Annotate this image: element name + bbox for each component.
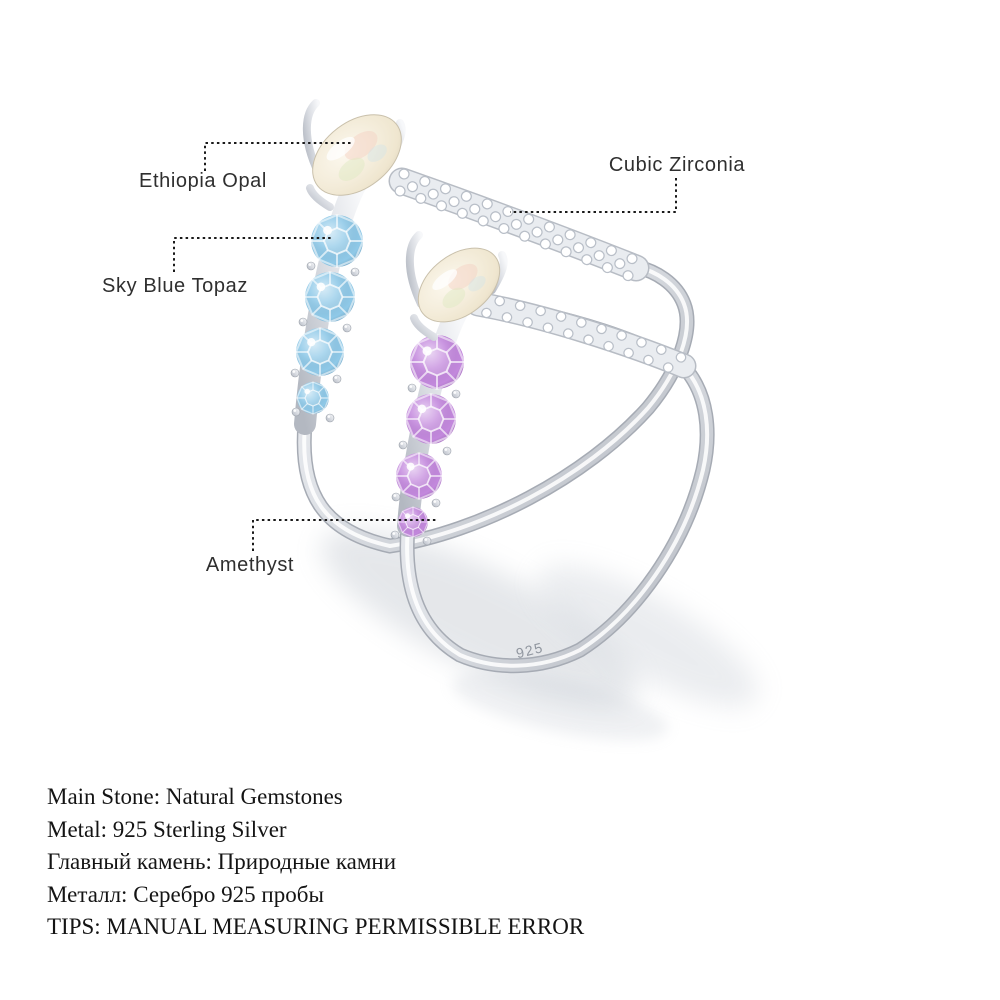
spec-line-tips: TIPS: MANUAL MEASURING PERMISSIBLE ERROR xyxy=(47,914,585,939)
label-sky-blue-topaz: Sky Blue Topaz xyxy=(102,275,248,297)
cubic-zirconia-pave-back xyxy=(388,167,650,284)
leader-line-cubic-zirconia xyxy=(510,178,677,213)
spec-line-metal: Metal: 925 Sterling Silver xyxy=(47,816,287,842)
amethyst-gem-2 xyxy=(404,392,458,446)
amethyst-gem-3 xyxy=(394,451,444,501)
spec-line-main-stone: Main Stone: Natural Gemstones xyxy=(47,784,343,809)
amethyst-gem-1 xyxy=(408,333,466,391)
amethyst-gem-4 xyxy=(397,506,429,538)
sky-blue-topaz-gem-2 xyxy=(303,270,357,324)
ethiopia-opal-gem-front xyxy=(417,247,501,323)
label-ethiopia-opal: Ethiopia Opal xyxy=(139,170,267,192)
ethiopia-opal-gem-back xyxy=(312,114,402,196)
spec-line-metal-ru: Металл: Серебро 925 пробы xyxy=(47,881,324,907)
back-ring xyxy=(290,99,695,554)
leader-line-amethyst xyxy=(252,519,438,551)
sky-blue-topaz-gem-1 xyxy=(309,213,365,269)
product-specs: Main Stone: Natural Gemstones Metal: 925… xyxy=(47,781,584,944)
leader-line-ethiopia-opal xyxy=(204,142,352,171)
label-amethyst: Amethyst xyxy=(205,554,295,576)
sky-blue-topaz-gem-3 xyxy=(294,326,346,378)
engraving-925: 925 xyxy=(514,639,545,661)
spec-line-main-stone-ru: Главный камень: Природные камни xyxy=(47,849,397,874)
front-ring: 925 xyxy=(390,231,715,674)
cubic-zirconia-pave-front xyxy=(465,291,697,379)
sky-blue-topaz-gem-4 xyxy=(296,381,330,415)
label-cubic-zirconia: Cubic Zirconia xyxy=(608,154,746,176)
